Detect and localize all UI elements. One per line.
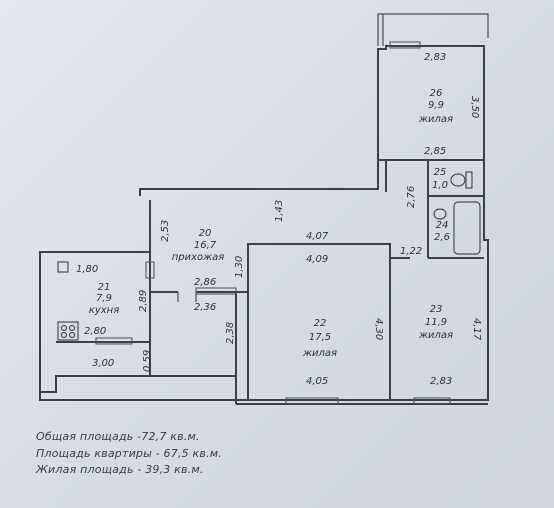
door-kitchen <box>145 261 155 279</box>
room-24-number: 24 <box>436 220 449 231</box>
window-room22 <box>285 397 339 405</box>
wall-room22-top <box>247 243 410 259</box>
stove-icon <box>57 321 79 341</box>
room-20-number: 20 <box>199 228 212 239</box>
stove-burner-icon <box>60 331 68 339</box>
interior-walls <box>56 159 484 400</box>
stove-burner-icon <box>68 324 76 332</box>
dim-430: 4,30 <box>373 318 384 340</box>
summary-living-area: Жилая площадь - 39,3 кв.м. <box>36 463 204 476</box>
summary-total-area: Общая площадь -72,7 кв.м. <box>36 430 200 443</box>
room-25-number: 25 <box>434 167 447 178</box>
dim-289: 2,89 <box>138 290 149 312</box>
dim-238: 2,38 <box>225 322 236 344</box>
room-21-number: 21 <box>98 282 111 293</box>
dimension-labels: 2,83 3,50 2,85 2,76 1,43 2,53 4,07 4,09 … <box>76 52 482 387</box>
window-room23 <box>413 397 451 405</box>
bath-sink-icon <box>433 208 447 220</box>
room-26-area: 9,9 <box>428 100 444 111</box>
dim-285: 2,85 <box>424 146 446 157</box>
windows <box>95 41 451 405</box>
room-21-area: 7,9 <box>96 293 112 304</box>
dim-407: 4,07 <box>306 231 329 242</box>
lower-left-wall <box>40 375 237 404</box>
bathtub-icon <box>453 201 481 255</box>
fixtures <box>57 171 481 341</box>
window-kitchen-mid <box>95 337 133 345</box>
window-room26 <box>389 41 421 49</box>
dim-143: 1,43 <box>274 200 285 222</box>
dim-280: 2,80 <box>84 326 106 337</box>
balcony-outline <box>377 13 489 46</box>
room-20-area: 16,7 <box>194 240 217 251</box>
dim-180: 1,80 <box>76 264 98 275</box>
dim-417: 4,17 <box>471 318 482 341</box>
room-24-area: 2,6 <box>434 232 450 243</box>
dim-350: 3,50 <box>469 96 480 118</box>
room-23-number: 23 <box>430 304 443 315</box>
dim-409: 4,09 <box>306 254 328 265</box>
dim-130: 1,30 <box>234 256 245 278</box>
dim-122: 1,22 <box>400 246 422 257</box>
room-26-name: жилая <box>418 114 453 125</box>
dim-283-top: 2,83 <box>424 52 446 63</box>
room-25-area: 1,0 <box>432 180 448 191</box>
dim-236: 2,36 <box>194 302 216 313</box>
room-21-name: кухня <box>89 305 119 316</box>
dim-276: 2,76 <box>406 186 417 208</box>
toilet-icon <box>450 173 466 187</box>
dim-286: 2,86 <box>194 277 216 288</box>
outer-walls <box>39 13 489 405</box>
room-labels: 26 9,9 жилая 25 1,0 24 2,6 20 16,7 прихо… <box>89 88 453 359</box>
room-23-name: жилая <box>418 330 453 341</box>
dim-405: 4,05 <box>306 376 328 387</box>
room-23-area: 11,9 <box>425 317 447 328</box>
dim-300: 3,00 <box>92 358 114 369</box>
room-22-number: 22 <box>314 318 327 329</box>
room-26-number: 26 <box>430 88 443 99</box>
dim-059: 0,59 <box>142 350 153 372</box>
room-22-area: 17,5 <box>309 332 331 343</box>
window-hall <box>195 287 237 295</box>
toilet-tank-icon <box>465 171 473 189</box>
kitchen-sink-icon <box>57 261 69 273</box>
stove-burner-icon <box>60 324 68 332</box>
dim-283-bottom: 2,83 <box>430 376 452 387</box>
stove-burner-icon <box>68 331 76 339</box>
dim-253: 2,53 <box>160 220 171 242</box>
summary-apartment-area: Площадь квартиры - 67,5 кв.м. <box>36 447 222 460</box>
room-20-name: прихожая <box>172 252 225 263</box>
outer-wall-contour <box>39 45 489 401</box>
room-22-name: жилая <box>302 348 337 359</box>
